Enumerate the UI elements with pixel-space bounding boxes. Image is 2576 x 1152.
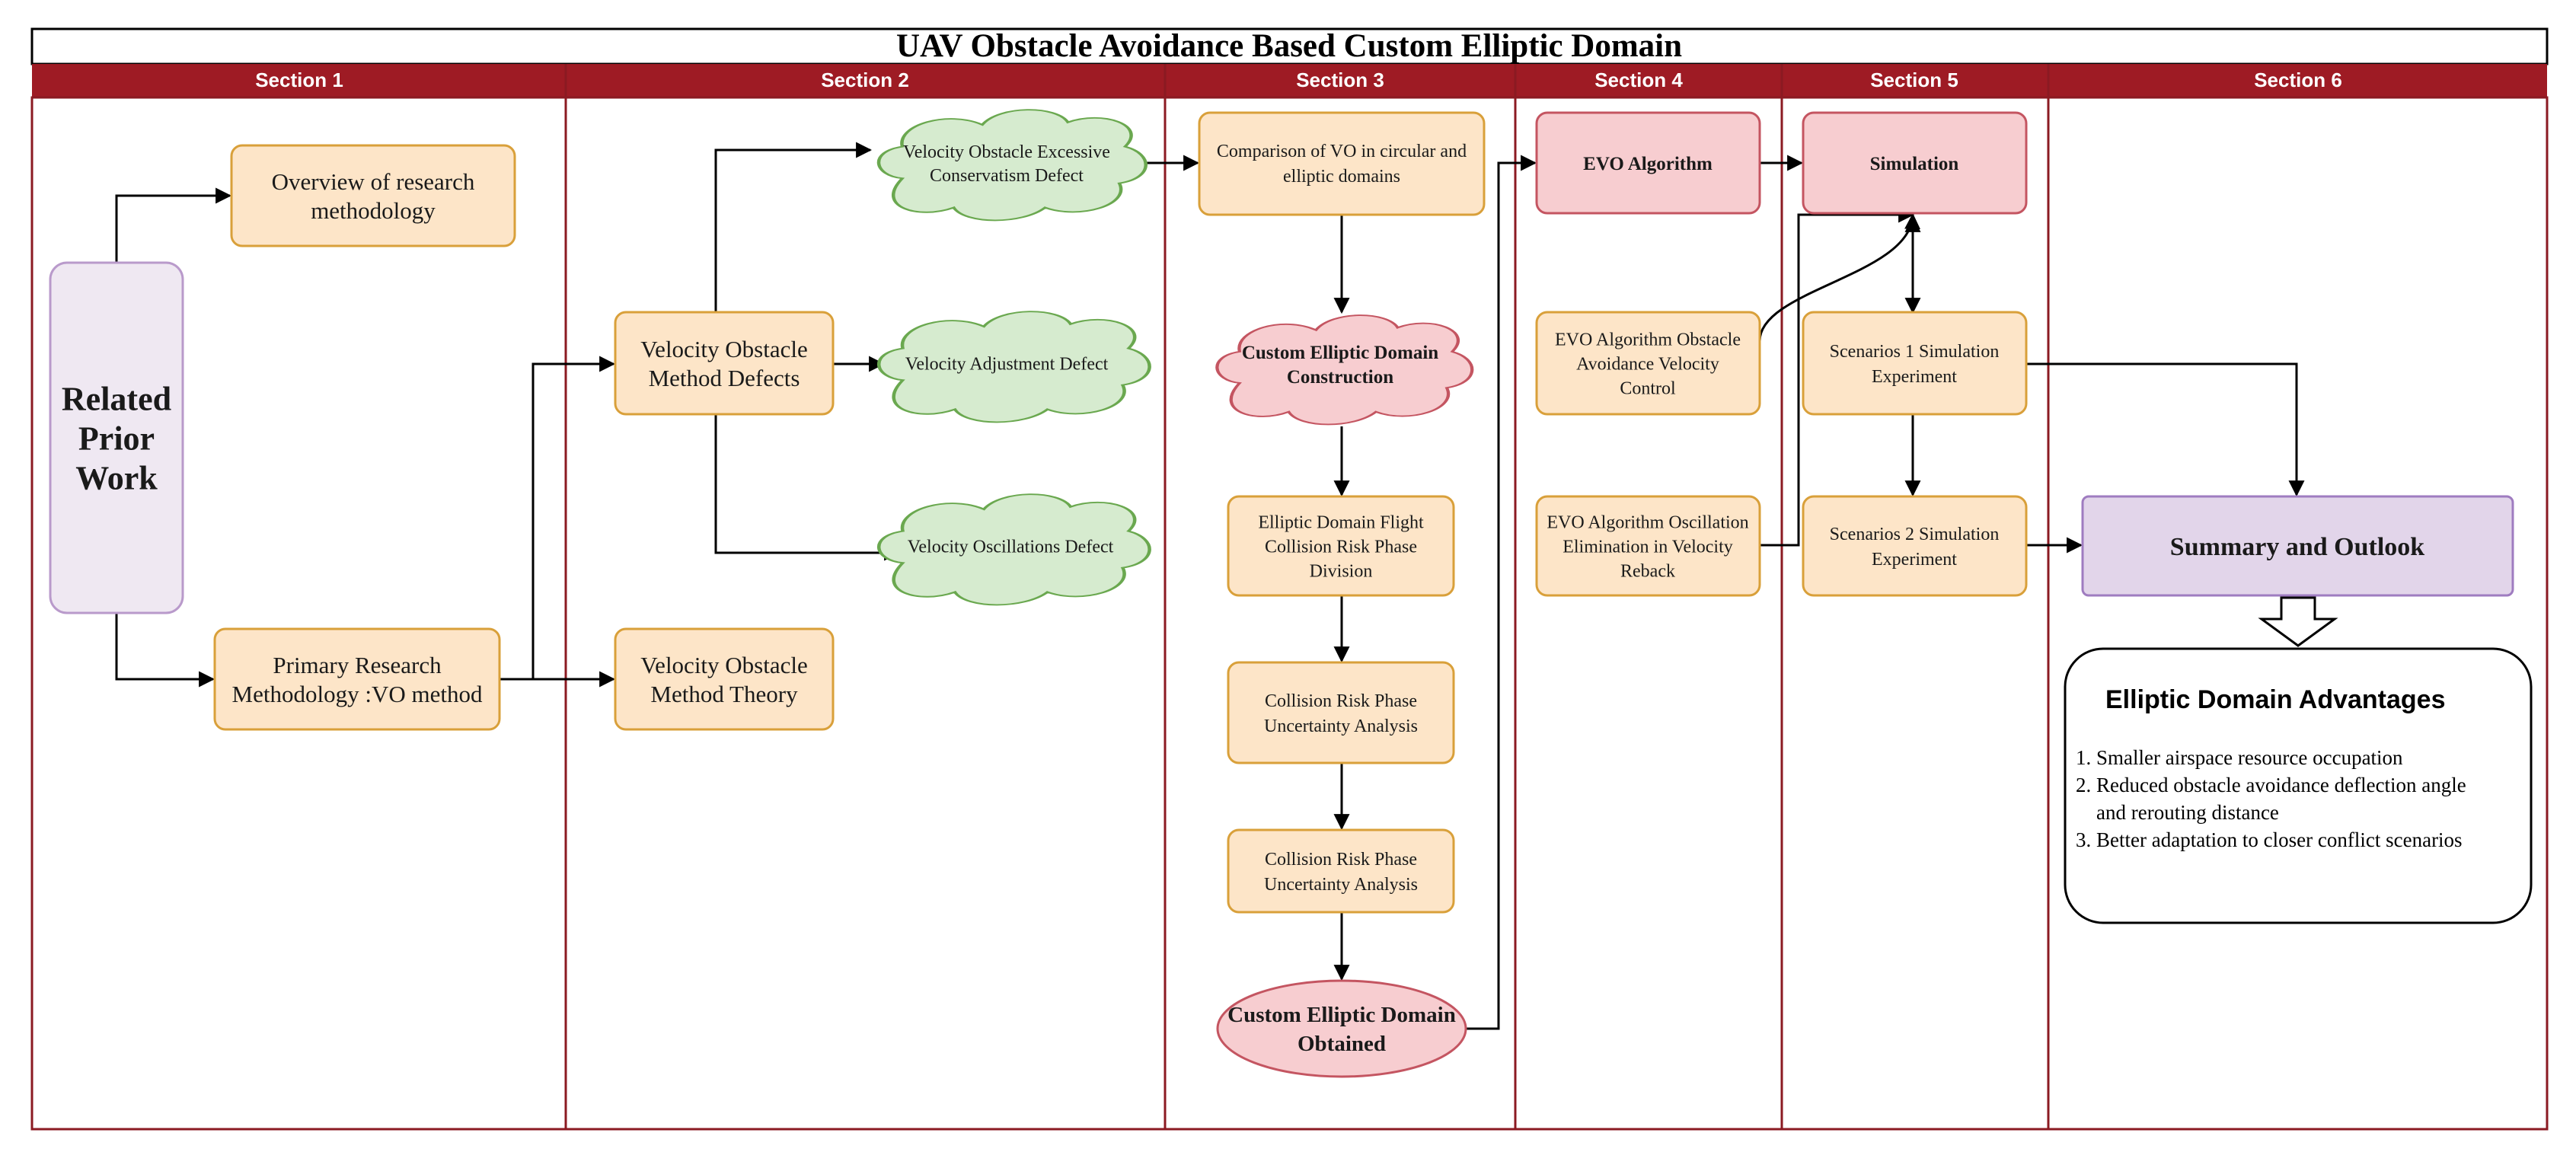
node-summary: [2081, 495, 2514, 597]
section-header-4: Section 4: [1594, 69, 1683, 91]
edge-prior-to-overview: [115, 187, 232, 263]
diagram-title: UAV Obstacle Avoidance Based Custom Elli…: [896, 28, 1682, 64]
node-evo-algorithm: [1535, 111, 1761, 215]
edge-defects-to-conservatism: [714, 142, 873, 312]
section-header-2: Section 2: [821, 69, 909, 91]
connectors: [115, 142, 2305, 1030]
lane-frame: [30, 96, 2549, 1131]
edge-primary-to-defects: [531, 356, 616, 679]
node-evo-oscillation: [1535, 495, 1761, 597]
node-vo-defects: [614, 311, 835, 416]
advantages-item-3: 3. Better adaptation to closer conflict …: [2076, 828, 2463, 851]
edge-scenario-1-to-summary: [2026, 362, 2305, 497]
node-uncertainty-1: [1227, 661, 1455, 764]
advantages-item-2-continued: and rerouting distance: [2076, 801, 2279, 824]
advantages-item-1: 1. Smaller airspace resource occupation: [2076, 746, 2403, 769]
node-vo-theory: [614, 627, 835, 731]
advantages-item-2: 2. Reduced obstacle avoidance deflection…: [2076, 774, 2466, 796]
node-cloud-adjustment-label: Velocity Adjustment Defect: [905, 354, 1109, 374]
title-frame: [30, 27, 2549, 65]
node-overview: [230, 144, 516, 247]
hollow-down-arrow: [2258, 596, 2338, 647]
node-scenario-1: [1802, 311, 2028, 416]
node-summary-label: Summary and Outlook: [2170, 533, 2424, 561]
node-comparison: [1198, 111, 1486, 216]
advantages-title: Elliptic Domain Advantages: [2105, 685, 2446, 714]
section-header-6: Section 6: [2254, 69, 2342, 91]
node-simulation-label: Simulation: [1870, 154, 1959, 174]
node-related-prior-work: [49, 261, 184, 614]
edge-defects-to-oscillations: [714, 414, 901, 561]
section-header-band: [32, 64, 2547, 97]
section-header-3: Section 3: [1296, 69, 1384, 91]
section-header-5: Section 5: [1870, 69, 1958, 91]
node-phase-division: [1227, 495, 1455, 597]
node-uncertainty-2: [1227, 828, 1455, 914]
node-domain-obtained: [1216, 979, 1467, 1078]
node-cloud-oscillations-label: Velocity Oscillations Defect: [908, 537, 1114, 557]
edge-prior-to-primary: [115, 613, 215, 688]
node-scenario-2: [1802, 495, 2028, 597]
node-evo-algorithm-label: EVO Algorithm: [1583, 154, 1713, 174]
section-header-1: Section 1: [255, 69, 343, 91]
node-cloud-conservatism: [879, 110, 1146, 220]
edge-oscillation-to-simulation: [1760, 206, 1915, 547]
node-evo-velocity-control: [1535, 311, 1761, 416]
advantages-box: [2064, 647, 2533, 924]
node-primary-method: [213, 627, 501, 731]
node-simulation: [1802, 111, 2028, 215]
edge-obtained-to-evo: [1462, 155, 1537, 1030]
